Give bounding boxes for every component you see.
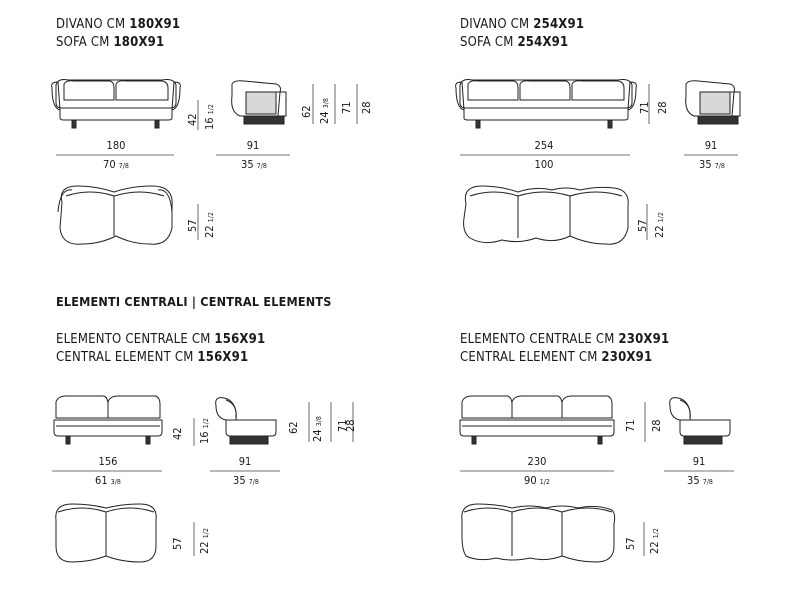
- dim-central156-arm-cm: 62: [287, 421, 300, 434]
- title-central-156-en: CENTRAL ELEMENT CM 156X91: [56, 350, 249, 365]
- dim-central156-plan-in: 22 1/2: [198, 528, 211, 554]
- dim-central230-plan-cm: 57: [624, 537, 637, 550]
- dim-central156-seat-in: 16 1/2: [198, 418, 211, 444]
- dim-sofa254-width-cm: 254: [534, 139, 554, 152]
- dim-central156-seat-cm: 42: [171, 427, 184, 440]
- sofa-180-side-view: [231, 80, 287, 125]
- sofa-254-side-view: [685, 80, 741, 125]
- title-sofa-180-it: DIVANO CM 180X91: [56, 17, 181, 32]
- dim-central230-width-cm: 230: [527, 455, 547, 468]
- dim-central230-width-in: 90 1/2: [524, 474, 550, 487]
- dim-sofa180-depth-cm: 91: [246, 139, 260, 152]
- dim-central156-arm-in: 24 3/8: [311, 416, 324, 442]
- dim-sofa180-depth-in: 35 7/8: [241, 158, 267, 171]
- central-230-plan-view: [461, 503, 616, 563]
- dim-sofa180-width-cm: 180: [106, 139, 126, 152]
- title-central-156-it: ELEMENTO CENTRALE CM 156X91: [56, 332, 266, 347]
- dim-sofa180-height-in: 28: [360, 101, 373, 114]
- sofa-180-plan-view: [57, 185, 173, 245]
- dim-sofa254-depth-cm: 91: [704, 139, 718, 152]
- dim-sofa180-width-in: 70 7/8: [103, 158, 129, 171]
- dim-sofa180-plan-cm: 57: [186, 219, 199, 232]
- dim-central230-plan-in: 22 1/2: [648, 528, 661, 554]
- section-heading: ELEMENTI CENTRALI | CENTRAL ELEMENTS: [56, 294, 332, 309]
- title-central-230-en: CENTRAL ELEMENT CM 230X91: [460, 350, 653, 365]
- sofa-254-plan-view: [463, 185, 629, 245]
- dim-sofa254-height-in: 28: [656, 101, 669, 114]
- sofa-254-front-view: [455, 79, 637, 129]
- dim-central230-depth-cm: 91: [692, 455, 706, 468]
- dim-sofa180-seat-cm: 42: [186, 113, 199, 126]
- central-156-front-view: [53, 395, 163, 445]
- title-central-230-it: ELEMENTO CENTRALE CM 230X91: [460, 332, 670, 347]
- dim-central156-plan-cm: 57: [171, 537, 184, 550]
- dim-central156-depth-cm: 91: [238, 455, 252, 468]
- dim-sofa254-height-cm: 71: [638, 101, 651, 114]
- dim-sofa180-height-cm: 71: [340, 101, 353, 114]
- dim-sofa254-plan-in: 22 1/2: [653, 212, 666, 238]
- dim-sofa180-arm-cm: 62: [300, 105, 313, 118]
- dim-central230-height-in: 28: [650, 419, 663, 432]
- sofa-180-front-view: [51, 79, 181, 129]
- central-230-side-view: [669, 397, 731, 445]
- title-sofa-180-en: SOFA CM 180X91: [56, 35, 165, 50]
- dim-central156-depth-in: 35 7/8: [233, 474, 259, 487]
- dim-sofa254-depth-in: 35 7/8: [699, 158, 725, 171]
- dim-sofa254-width-in: 100: [534, 158, 554, 171]
- central-230-front-view: [459, 395, 615, 445]
- central-156-plan-view: [55, 503, 157, 563]
- dim-central230-depth-in: 35 7/8: [687, 474, 713, 487]
- dim-sofa180-seat-in: 16 1/2: [203, 104, 216, 130]
- dim-central156-height-in: 28: [344, 419, 357, 432]
- dimension-lines: [52, 84, 738, 556]
- central-156-side-view: [215, 397, 277, 445]
- dim-sofa180-arm-in: 24 3/8: [318, 98, 331, 124]
- dim-sofa180-plan-in: 22 1/2: [203, 212, 216, 238]
- dim-central230-height-cm: 71: [624, 419, 637, 432]
- dim-sofa254-plan-cm: 57: [636, 219, 649, 232]
- dim-central156-width-in: 61 3/8: [95, 474, 121, 487]
- title-sofa-254-en: SOFA CM 254X91: [460, 35, 569, 50]
- dim-central156-width-cm: 156: [98, 455, 118, 468]
- title-sofa-254-it: DIVANO CM 254X91: [460, 17, 585, 32]
